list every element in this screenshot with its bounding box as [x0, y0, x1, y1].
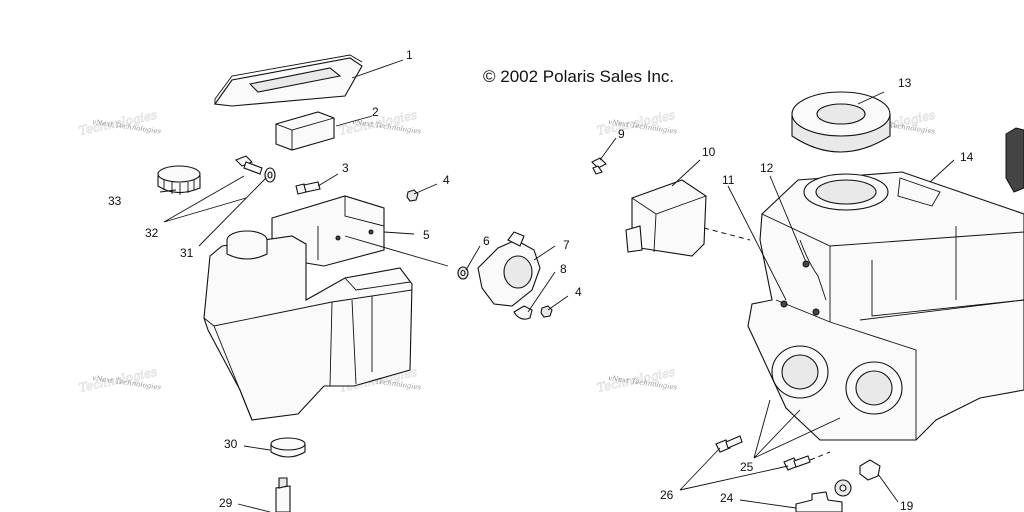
- part-clip-8: [513, 305, 533, 320]
- part-washer-6: [457, 266, 469, 280]
- leader-dash-26: [809, 451, 831, 461]
- part-valve-7: [477, 231, 541, 307]
- callout-numbers: 1 2 3 4 5 6 7 8 4 9 10 11 12 13 14 19 24…: [108, 48, 974, 512]
- callout-4: 4: [443, 173, 450, 187]
- callout-30: 30: [224, 437, 238, 451]
- part-ring-13: [791, 91, 891, 153]
- callout-10: 10: [702, 145, 716, 159]
- callout-5: 5: [423, 228, 430, 242]
- part-bolt-32: [235, 155, 263, 175]
- callout-33: 33: [108, 194, 122, 208]
- part-clip-right: [1005, 127, 1024, 193]
- part-bolt-3: [295, 181, 321, 195]
- callout-4b: 4: [575, 285, 582, 299]
- callout-6: 6: [483, 234, 490, 248]
- callout-25: 25: [740, 460, 754, 474]
- part-tank: [203, 230, 413, 421]
- callout-3: 3: [342, 161, 349, 175]
- callout-8: 8: [560, 262, 567, 276]
- callout-26: 26: [660, 488, 674, 502]
- part-nut-4b: [540, 305, 553, 318]
- callout-11: 11: [722, 173, 735, 187]
- part-screw-26b: [783, 455, 811, 471]
- callout-19: 19: [900, 499, 914, 512]
- part-airbox-14: [747, 171, 1024, 441]
- part-module-10: [625, 179, 707, 257]
- callout-1: 1: [406, 48, 413, 62]
- part-screw-26a: [715, 435, 743, 453]
- callout-31: 31: [180, 246, 194, 260]
- callout-32: 32: [145, 226, 159, 240]
- copyright-text: © 2002 Polaris Sales Inc.: [483, 67, 674, 86]
- callout-12: 12: [760, 161, 774, 175]
- part-nut-4: [406, 189, 419, 202]
- part-cap: [157, 165, 201, 195]
- part-block: [275, 111, 335, 151]
- part-grommet-30: [270, 437, 306, 458]
- callout-14: 14: [960, 150, 974, 164]
- callout-7: 7: [563, 238, 570, 252]
- part-pin-29: [275, 477, 291, 512]
- callout-2: 2: [372, 105, 379, 119]
- part-screw-9: [591, 157, 607, 175]
- callout-9: 9: [618, 127, 625, 141]
- callout-24: 24: [720, 491, 734, 505]
- part-bushing-19: [834, 459, 881, 497]
- part-bracket-24: [795, 491, 843, 512]
- callout-29: 29: [219, 496, 233, 510]
- part-washer-31: [264, 167, 276, 183]
- leader-lines: [159, 59, 955, 512]
- leader-dash-10: [703, 227, 751, 241]
- part-cover: [214, 54, 363, 107]
- callout-13: 13: [898, 76, 912, 90]
